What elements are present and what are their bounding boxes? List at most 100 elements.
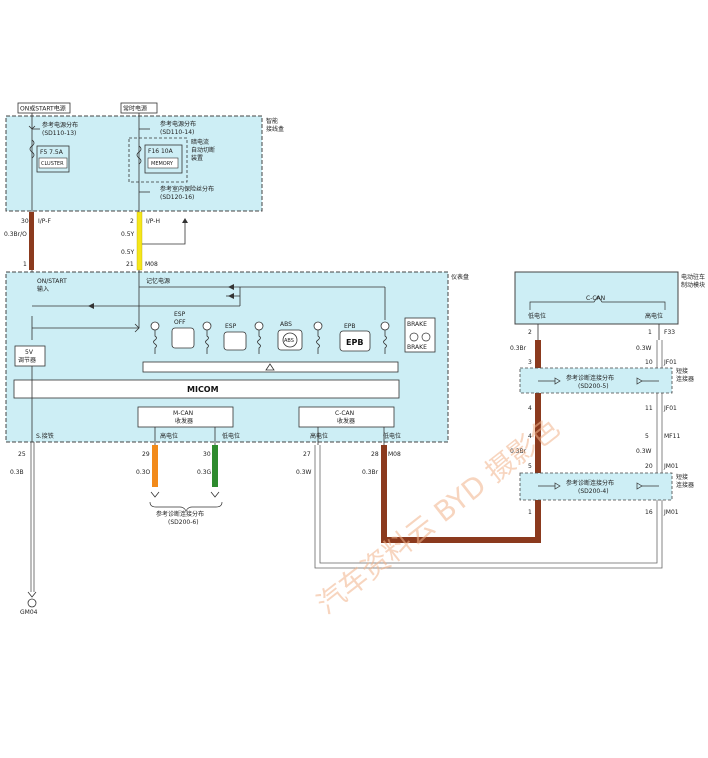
fuse-1-name: CLUSTER [41, 161, 64, 167]
regulator-box [14, 345, 46, 367]
epb-pin-4b: 4 [528, 433, 532, 440]
fuse-2-rating: F16 10A [148, 148, 174, 155]
brake-icon [404, 317, 436, 353]
mcan-high: 高电位 [160, 432, 178, 440]
epb-jm01-a: JM01 [663, 463, 679, 470]
epb-module-label-2: 制动模块 [681, 281, 705, 289]
wire-brown-orange [29, 212, 34, 270]
mcan-label-2: 收发器 [175, 417, 193, 425]
micom-label: MICOM [187, 385, 219, 394]
ground-icon [27, 598, 37, 608]
fuse-1-rating: F5 7.5A [40, 149, 64, 156]
mcan-low: 低电位 [222, 432, 240, 440]
ccan-label-1: C-CAN [335, 410, 354, 417]
ref-diag-5: 参考诊断连接分布 [566, 374, 614, 382]
esp-off-label-2: OFF [174, 319, 186, 326]
epb-pin-5b: 5 [528, 463, 532, 470]
wire-03br-o: 0.3Br/O [4, 231, 27, 238]
epb-pin-5a: 5 [645, 433, 649, 440]
epb-pin-4a: 4 [528, 405, 532, 412]
on-start-input-1: ON/START [37, 278, 67, 285]
esp-icon [223, 331, 247, 351]
pin-28: 28 [371, 451, 379, 458]
short-conn-2-b: 连接器 [676, 481, 694, 489]
cutoff-label-3: 装置 [191, 154, 203, 162]
wire-yellow [136, 211, 143, 271]
mcan-transceiver [137, 406, 234, 428]
wire-03o: 0.3O [136, 469, 151, 476]
wire-brown-ccan-low [381, 340, 541, 543]
lamp-icon [380, 321, 390, 331]
memory-power-label: 记忆电源 [146, 277, 170, 285]
regulator-label-2: 调节器 [18, 356, 36, 364]
epb-w03br-2: 0.3Br [510, 448, 527, 455]
brake-label: BRAKE [407, 321, 427, 328]
epb-ccan-label: C-CAN [586, 295, 605, 302]
epb-w03br-1: 0.3Br [510, 345, 527, 352]
lamp-icon [313, 321, 323, 331]
wire-05y-b: 0.5Y [121, 249, 135, 256]
pin-30-conn: I/P-F [38, 218, 51, 225]
ref-diag-5-code: (SD200-5) [578, 383, 609, 390]
pin-21: 21 [126, 261, 134, 268]
micom-block [13, 379, 400, 399]
epb-module-label-1: 电动驻车 [681, 273, 705, 281]
epb-pin-10: 10 [645, 359, 653, 366]
lamp-icon [254, 321, 264, 331]
junction-box-label-1: 智能 [266, 117, 278, 125]
pin-2-conn: I/P-H [146, 218, 160, 225]
epb-w03w-2: 0.3W [636, 448, 652, 455]
short-connector-1 [519, 367, 673, 394]
epb-f33: F33 [664, 329, 675, 336]
short-conn-1-b: 连接器 [676, 375, 694, 383]
fuse-2-icon [136, 145, 142, 165]
wire-03b: 0.3B [10, 469, 24, 476]
cutoff-label-1: 暗电流 [191, 138, 209, 146]
epb-jm01-b: JM01 [663, 509, 679, 516]
epb-label: EPB [344, 323, 356, 330]
pin-2: 2 [130, 218, 134, 225]
lamp-driver-bar [142, 361, 399, 373]
esp-off-label-1: ESP [174, 311, 186, 318]
epb-icon-text: EPB [346, 338, 363, 347]
abs-icon [282, 332, 298, 348]
on-start-power-box [17, 102, 71, 114]
epb-pin-11: 11 [645, 405, 653, 412]
pin-1-left: 1 [23, 261, 27, 268]
short-conn-2-a: 短接 [676, 473, 688, 481]
wire-03w: 0.3W [296, 469, 312, 476]
ref-diag-6: 参考诊断连接分布 [156, 510, 204, 518]
conn-m08-bottom: M08 [388, 451, 401, 458]
epb-low-label: 低电位 [528, 312, 546, 320]
ref-power-1: 参考电源分布 [42, 121, 78, 129]
epb-pin-16: 16 [645, 509, 653, 516]
abs-label: ABS [280, 321, 292, 328]
esp-label: ESP [225, 323, 237, 330]
ccan-transceiver [298, 406, 395, 428]
short-conn-1-a: 短接 [676, 367, 688, 375]
ccan-high: 高电位 [310, 432, 328, 440]
warning-lamps: ESP OFF ESP ABS ABS EPB EPB BRAKE BRAKE [150, 311, 436, 354]
brake-icon-text: BRAKE [407, 344, 427, 351]
ref-power-1-code: (SD110-13) [42, 130, 76, 137]
s-ground-label: S.接铁 [36, 432, 54, 440]
pin-25: 25 [18, 451, 26, 458]
epb-pin-2: 2 [528, 329, 532, 336]
epb-jf01-a: JF01 [663, 359, 677, 366]
wire-03g: 0.3G [197, 469, 212, 476]
fuse-2-name: MEMORY [151, 161, 174, 167]
ref-diag-6-code: (SD200-6) [168, 519, 199, 526]
ref-diag-4: 参考诊断连接分布 [566, 479, 614, 487]
short-connector-2 [519, 472, 673, 501]
on-start-input-2: 输入 [37, 285, 49, 293]
pin-30-bottom: 30 [203, 451, 211, 458]
pin-29: 29 [142, 451, 150, 458]
ccan-label-2: 收发器 [337, 417, 355, 425]
cluster-label: 仪表盘 [451, 273, 469, 281]
fuse-1-icon [29, 139, 35, 159]
ref-fuse-code: (SD120-16) [160, 194, 194, 201]
epb-pin-20: 20 [645, 463, 653, 470]
wire-03br: 0.3Br [362, 469, 379, 476]
junction-box-label-2: 接线盒 [266, 125, 284, 133]
